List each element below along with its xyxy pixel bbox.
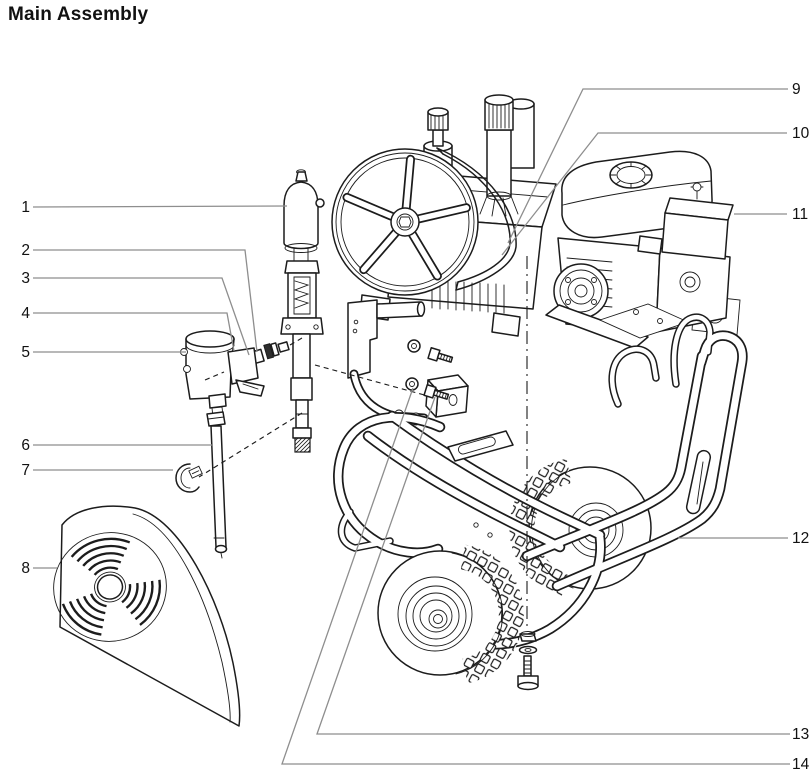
page-title: Main Assembly (8, 4, 149, 25)
belt-guard-drawing (53, 505, 241, 727)
leader-lines (32, 88, 790, 765)
center-bolt-drawing (517, 256, 539, 691)
pump-drawing (280, 169, 325, 453)
callout-number-14: 14 (792, 756, 810, 773)
callout-number-9: 9 (792, 81, 801, 98)
callout-numbers: 1 2 3 4 5 6 7 8 9 10 11 12 13 14 (21, 81, 809, 773)
callout-number-11: 11 (792, 206, 808, 223)
suction-tube-drawing (206, 411, 228, 559)
callout-number-6: 6 (21, 437, 30, 454)
alignment-dashed-lines (198, 337, 429, 478)
callout-number-4: 4 (21, 305, 30, 322)
engine-drawing (545, 150, 741, 349)
mount-bracket-drawing (347, 299, 469, 426)
callout-number-12: 12 (792, 530, 809, 547)
callout-number-7: 7 (21, 462, 30, 479)
drive-assembly-drawing (331, 94, 557, 337)
mount-hardware-drawing (405, 339, 454, 400)
callout-number-13: 13 (792, 726, 809, 743)
clip-drawing (175, 463, 203, 493)
front-wheel-drawing (377, 544, 524, 684)
fan-vent-icon (53, 532, 167, 642)
callout-number-10: 10 (792, 125, 810, 142)
pulley-drawing (331, 148, 479, 296)
prime-valve-drawing (180, 330, 265, 426)
callout-number-8: 8 (21, 560, 30, 577)
cart-frame-drawing (333, 313, 748, 650)
callout-number-5: 5 (21, 344, 30, 361)
callout-number-2: 2 (21, 242, 30, 259)
callout-number-1: 1 (21, 199, 30, 216)
callout-number-3: 3 (21, 270, 30, 287)
